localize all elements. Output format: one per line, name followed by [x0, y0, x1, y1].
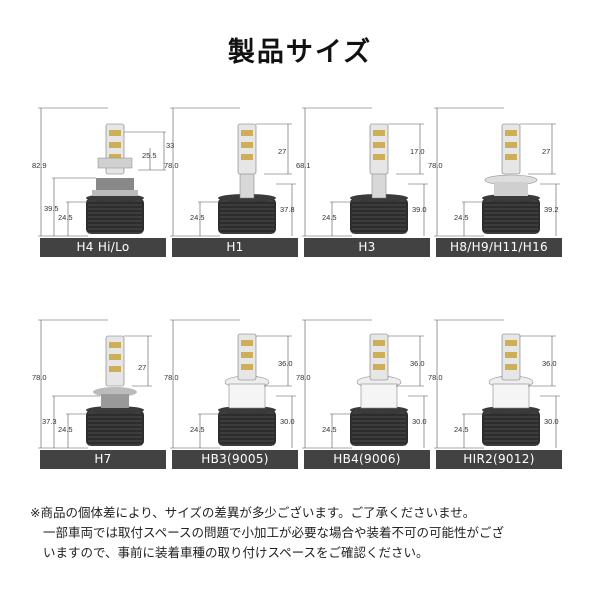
dimension-value: 24.5	[454, 425, 469, 434]
note-line-1: ※商品の個体差により、サイズの差異が多少ございます。ご了承くださいませ。	[30, 505, 476, 520]
dimension-value: 78.0	[32, 373, 47, 382]
size-diagram: 78.0 24.5 27 37.8	[164, 107, 296, 237]
bulb-illustration	[482, 333, 540, 446]
dimension-value: 24.5	[58, 425, 73, 434]
bulb-illustration	[86, 123, 144, 234]
dimension-value: 27	[138, 363, 146, 372]
product-label: HB4(9006)	[304, 450, 430, 469]
dimension-value: 36.0	[410, 359, 425, 368]
dimension-value: 27	[542, 147, 550, 156]
dimension-value: 30.0	[280, 417, 295, 426]
size-diagram: 78.0 24.537.3 27	[32, 319, 152, 449]
dimension-value: 24.5	[190, 213, 205, 222]
dimension-value: 39.2	[544, 205, 559, 214]
dimension-value: 36.0	[542, 359, 557, 368]
size-diagram: 68.1 24.5 17.0 39.0	[296, 107, 428, 237]
dimension-value: 68.1	[296, 161, 311, 170]
dimension-value: 78.0	[296, 373, 311, 382]
bulb-illustration	[350, 123, 408, 234]
note-line-3: いますので、事前に装着車種の取り付けスペースをご確認ください。	[43, 545, 429, 560]
product-label: H8/H9/H11/H16	[436, 238, 562, 257]
dimension-value: 24.5	[322, 425, 337, 434]
dimension-value: 78.0	[164, 373, 179, 382]
bulb-illustration	[86, 335, 144, 446]
bulb-illustration	[218, 123, 276, 234]
product-label: H7	[40, 450, 166, 469]
dimension-value: 25.5	[142, 151, 157, 160]
size-diagram: 78.0 24.5 36.0 30.0	[296, 319, 428, 449]
dimension-value: 27	[278, 147, 286, 156]
bulb-illustration	[350, 333, 408, 446]
dimension-value: 17.0	[410, 147, 425, 156]
dimension-value: 39.5	[44, 204, 59, 213]
note-line-2: 一部車両では取付スペースの問題で小加工が必要な場合や装着不可の可能性がござ	[43, 525, 505, 540]
page-title: 製品サイズ	[227, 37, 373, 68]
dimension-value: 78.0	[428, 161, 443, 170]
dimension-value: 24.5	[454, 213, 469, 222]
dimension-value: 24.5	[58, 213, 73, 222]
product-label: H4 Hi/Lo	[40, 238, 166, 257]
dimension-value: 37.8	[280, 205, 295, 214]
dimension-value: 36.0	[278, 359, 293, 368]
dimension-value: 33	[166, 141, 174, 150]
product-label: HIR2(9012)	[436, 450, 562, 469]
dimension-value: 24.5	[322, 213, 337, 222]
dimension-value: 82.9	[32, 161, 47, 170]
dimension-value: 24.5	[190, 425, 205, 434]
bulb-illustration	[482, 123, 540, 234]
size-diagram: 78.0 24.5 36.0 30.0	[164, 319, 296, 449]
bulb-illustration	[218, 333, 276, 446]
size-diagram: 82.9 24.539.5 25.5 33	[32, 107, 174, 237]
size-diagram: 78.0 24.5 36.0 30.0	[428, 319, 560, 449]
dimension-value: 39.0	[412, 205, 427, 214]
dimension-value: 30.0	[412, 417, 427, 426]
dimension-value: 37.3	[42, 417, 57, 426]
product-label: HB3(9005)	[172, 450, 298, 469]
product-label: H3	[304, 238, 430, 257]
size-diagram: 78.0 24.5 27 39.2	[428, 107, 560, 237]
dimension-value: 78.0	[164, 161, 179, 170]
dimension-value: 78.0	[428, 373, 443, 382]
product-label: H1	[172, 238, 298, 257]
dimension-value: 30.0	[544, 417, 559, 426]
disclaimer-note: ※商品の個体差により、サイズの差異が多少ございます。ご了承くださいませ。 一部車…	[30, 503, 590, 563]
